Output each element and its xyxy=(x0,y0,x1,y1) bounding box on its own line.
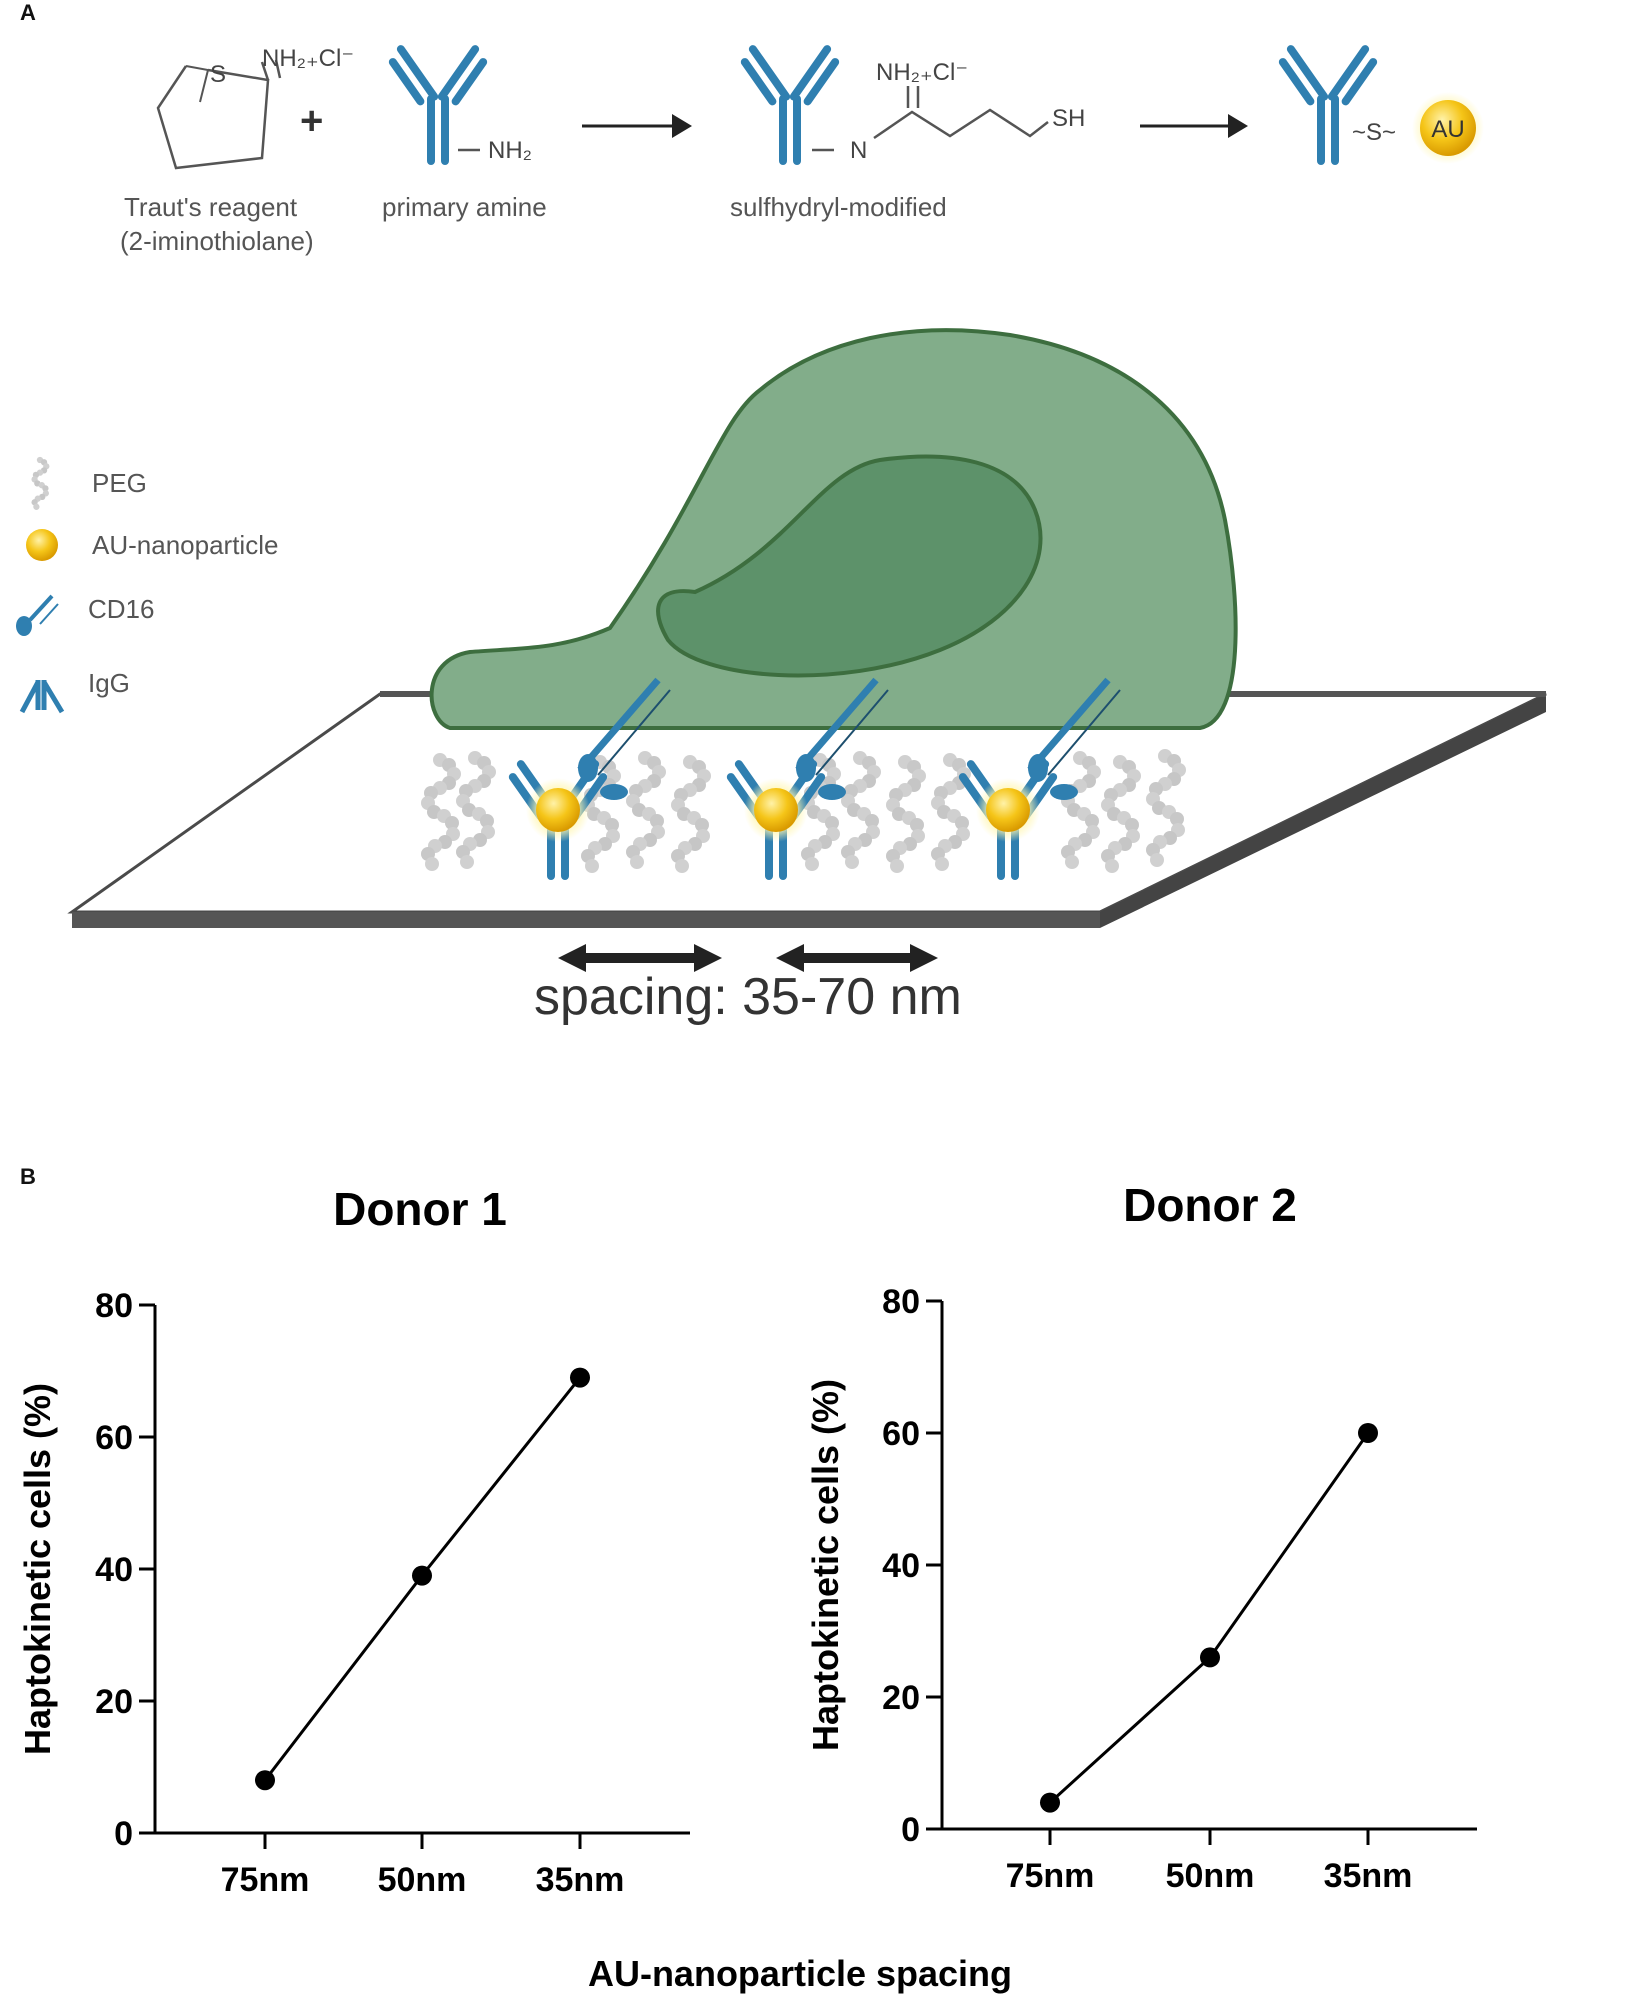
reaction-arrow-2 xyxy=(1140,114,1248,138)
igg-icon xyxy=(19,680,65,714)
product-n-label: N xyxy=(850,137,867,164)
y-axis-title-donor-1: Haptokinetic cells (%) xyxy=(17,1383,58,1755)
chart-title-donor-2: Donor 2 xyxy=(1123,1179,1297,1231)
binding-site-1 xyxy=(507,677,671,880)
x-tick-label: 75nm xyxy=(1006,1857,1095,1895)
legend-au-label: AU-nanoparticle xyxy=(92,530,278,560)
reaction-arrow-1 xyxy=(582,114,692,138)
legend: PEG AU-nanoparticle CD16 IgG xyxy=(16,456,278,714)
cd16-icon xyxy=(16,594,59,636)
peg-icon xyxy=(31,456,50,510)
data-point xyxy=(570,1367,590,1388)
x-tick-label: 35nm xyxy=(536,1861,625,1899)
y-tick-label: 0 xyxy=(114,1815,133,1853)
panel-a-letter: A xyxy=(20,0,36,25)
x-tick-label: 75nm xyxy=(221,1861,310,1899)
nanoparticle-icon xyxy=(26,529,58,561)
y-tick-label: 20 xyxy=(882,1679,920,1717)
reagent-group-label: NH₂₊Cl⁻ xyxy=(262,45,354,72)
y-tick-label: 20 xyxy=(95,1683,133,1721)
x-axis-title: AU-nanoparticle spacing xyxy=(588,1953,1012,1994)
cell-nucleus xyxy=(656,454,1043,678)
amine-antibody-icon xyxy=(387,43,489,165)
product-group-label: NH₂₊Cl⁻ xyxy=(876,59,968,86)
plus-sign: + xyxy=(300,99,323,143)
panel-b-letter: B xyxy=(20,1164,36,1189)
chart-donor-1: Donor 1 Haptokinetic cells (%) 0 20 40 60 80… xyxy=(17,1183,690,1899)
data-point xyxy=(412,1565,432,1586)
legend-cd16-label: CD16 xyxy=(88,594,154,624)
product-label: sulfhydryl-modified xyxy=(730,192,947,222)
conjugate-antibody-icon xyxy=(1277,43,1379,165)
binding-site-3 xyxy=(957,677,1121,880)
spacing-arrow-right xyxy=(776,944,938,972)
y-tick-label: 0 xyxy=(901,1811,920,1849)
y-tick-label: 60 xyxy=(882,1415,920,1453)
y-tick-label: 40 xyxy=(882,1547,920,1585)
y-axis-title-donor-2: Haptokinetic cells (%) xyxy=(805,1379,846,1751)
final-link-label: ~S~ xyxy=(1352,119,1396,146)
y-tick-label: 80 xyxy=(882,1283,920,1321)
chart-title-donor-1: Donor 1 xyxy=(333,1183,507,1235)
y-tick-label: 40 xyxy=(95,1551,133,1589)
product-sh-label: SH xyxy=(1052,105,1085,132)
y-tick-label: 60 xyxy=(95,1419,133,1457)
reagent-s-label: S xyxy=(210,61,226,88)
x-tick-label: 50nm xyxy=(1166,1857,1255,1895)
binding-site-2 xyxy=(725,677,889,880)
x-tick-label: 50nm xyxy=(378,1861,467,1899)
amine-label: primary amine xyxy=(382,192,547,222)
au-label: AU xyxy=(1431,116,1464,143)
data-point xyxy=(1200,1647,1220,1668)
legend-peg-label: PEG xyxy=(92,468,147,498)
panel-b-charts: B Donor 1 Haptokinetic cells (%) 0 20 40 60… xyxy=(17,1164,1477,1994)
data-point xyxy=(255,1770,275,1791)
legend-igg-label: IgG xyxy=(88,668,130,698)
amine-group-label: NH₂ xyxy=(488,137,532,164)
data-point xyxy=(1358,1423,1378,1443)
trauts-reagent-structure: S NH₂₊Cl⁻ xyxy=(156,45,354,170)
au-nanoparticle-icon xyxy=(1420,100,1476,156)
x-tick-label: 35nm xyxy=(1324,1857,1413,1895)
series-line-donor-2 xyxy=(1048,1432,1370,1804)
data-point xyxy=(1040,1792,1060,1813)
spacing-arrow-left xyxy=(558,944,722,972)
y-tick-label: 80 xyxy=(95,1287,133,1325)
panel-a-schematic: A S NH₂₊Cl⁻ Traut's reagent (2-iminothio… xyxy=(16,0,1547,1026)
spacing-label: spacing: 35-70 nm xyxy=(534,968,962,1026)
chart-donor-2: Donor 2 Haptokinetic cells (%) 0 20 40 60 80… xyxy=(805,1179,1477,1895)
reagent-label-2: (2-iminothiolane) xyxy=(120,226,314,256)
reagent-label-1: Traut's reagent xyxy=(124,192,298,222)
modified-antibody-icon xyxy=(739,43,841,165)
